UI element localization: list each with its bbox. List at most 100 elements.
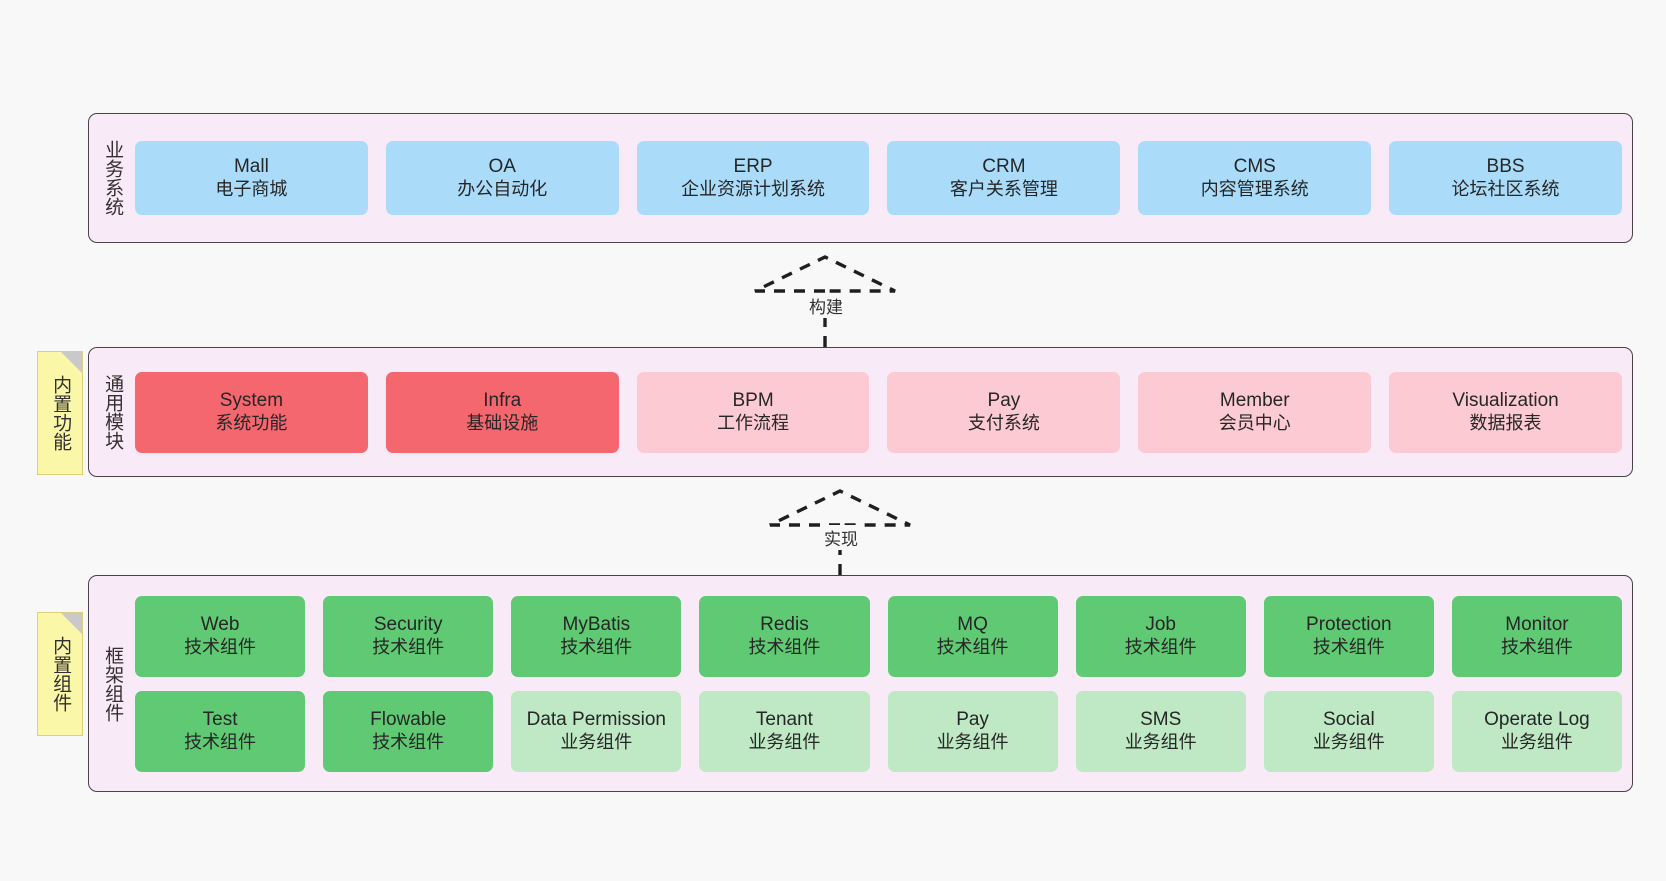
card-subtitle: 客户关系管理 <box>949 178 1058 199</box>
card-title: System <box>219 390 284 412</box>
layer-business-systems: 业务系统 Mall 电子商城 OA 办公自动化 ERP 企业资源计划系统 CRM… <box>88 113 1633 243</box>
layer-title-business-systems: 业务系统 <box>102 140 124 216</box>
card-title: Job <box>1145 614 1176 636</box>
card-subtitle: 系统功能 <box>215 412 288 433</box>
card-title: Security <box>373 614 443 636</box>
card-subtitle: 技术组件 <box>372 636 445 657</box>
card-title: Mall <box>233 156 269 178</box>
layer-common-modules: 通用模块 System 系统功能 Infra 基础设施 BPM 工作流程 Pay… <box>88 347 1633 477</box>
card-title: Pay <box>956 709 989 731</box>
layer-title-common-modules: 通用模块 <box>102 374 124 450</box>
card-row: Web 技术组件 Security 技术组件 MyBatis 技术组件 Redi… <box>135 595 1622 677</box>
arrow-build-label: 构建 <box>807 293 845 318</box>
layer-body-framework-components: Web 技术组件 Security 技术组件 MyBatis 技术组件 Redi… <box>135 576 1632 791</box>
card-member[interactable]: Member 会员中心 <box>1138 371 1372 453</box>
arrow-build: 构建 <box>745 255 925 347</box>
card-subtitle: 技术组件 <box>372 731 445 752</box>
card-job[interactable]: Job 技术组件 <box>1075 595 1246 677</box>
card-subtitle: 业务组件 <box>1124 731 1197 752</box>
card-subtitle: 基础设施 <box>466 412 539 433</box>
card-mall[interactable]: Mall 电子商城 <box>135 141 368 215</box>
card-title: MyBatis <box>562 614 631 636</box>
card-subtitle: 数据报表 <box>1469 412 1542 433</box>
card-title: Member <box>1219 390 1290 412</box>
card-subtitle: 办公自动化 <box>457 178 548 199</box>
card-subtitle: 业务组件 <box>1500 731 1573 752</box>
card-sms[interactable]: SMS 业务组件 <box>1075 690 1246 772</box>
card-title: Web <box>200 614 240 636</box>
layer-body-business-systems: Mall 电子商城 OA 办公自动化 ERP 企业资源计划系统 CRM 客户关系… <box>135 114 1632 242</box>
card-bpm[interactable]: BPM 工作流程 <box>636 371 870 453</box>
card-title: MQ <box>957 614 988 636</box>
card-title: Infra <box>483 390 522 412</box>
card-title: Flowable <box>370 709 447 731</box>
card-title: Tenant <box>755 709 813 731</box>
card-erp[interactable]: ERP 企业资源计划系统 <box>636 141 870 215</box>
card-web[interactable]: Web 技术组件 <box>135 595 306 677</box>
card-row: Mall 电子商城 OA 办公自动化 ERP 企业资源计划系统 CRM 客户关系… <box>135 141 1622 215</box>
card-title: Protection <box>1306 614 1392 636</box>
card-social[interactable]: Social 业务组件 <box>1263 690 1434 772</box>
card-title: Monitor <box>1505 614 1569 636</box>
card-security[interactable]: Security 技术组件 <box>323 595 494 677</box>
card-monitor[interactable]: Monitor 技术组件 <box>1451 595 1622 677</box>
note-label: 内置功能 <box>50 375 72 451</box>
card-mybatis[interactable]: MyBatis 技术组件 <box>511 595 682 677</box>
card-title: Operate Log <box>1484 709 1590 731</box>
card-subtitle: 技术组件 <box>1500 636 1573 657</box>
card-subtitle: 支付系统 <box>967 412 1040 433</box>
card-subtitle: 技术组件 <box>936 636 1009 657</box>
card-subtitle: 业务组件 <box>748 731 821 752</box>
card-title: Pay <box>987 390 1021 412</box>
card-pay-component[interactable]: Pay 业务组件 <box>887 690 1058 772</box>
card-title: BBS <box>1486 156 1525 178</box>
card-crm[interactable]: CRM 客户关系管理 <box>887 141 1121 215</box>
card-title: CRM <box>982 156 1026 178</box>
card-data-permission[interactable]: Data Permission 业务组件 <box>511 690 682 772</box>
card-mq[interactable]: MQ 技术组件 <box>887 595 1058 677</box>
card-title: Redis <box>760 614 809 636</box>
card-infra[interactable]: Infra 基础设施 <box>385 371 619 453</box>
card-title: Data Permission <box>526 709 666 731</box>
card-flowable[interactable]: Flowable 技术组件 <box>323 690 494 772</box>
card-title: SMS <box>1140 709 1182 731</box>
card-subtitle: 技术组件 <box>184 731 257 752</box>
card-subtitle: 技术组件 <box>748 636 821 657</box>
card-subtitle: 业务组件 <box>560 731 633 752</box>
card-redis[interactable]: Redis 技术组件 <box>699 595 870 677</box>
card-subtitle: 企业资源计划系统 <box>681 178 826 199</box>
card-protection[interactable]: Protection 技术组件 <box>1263 595 1434 677</box>
card-subtitle: 技术组件 <box>1124 636 1197 657</box>
card-row: Test 技术组件 Flowable 技术组件 Data Permission … <box>135 690 1622 772</box>
card-subtitle: 工作流程 <box>717 412 790 433</box>
card-cms[interactable]: CMS 内容管理系统 <box>1138 141 1372 215</box>
card-title: Social <box>1322 709 1375 731</box>
card-subtitle: 会员中心 <box>1218 412 1291 433</box>
note-builtin-components: 内置组件 <box>37 612 83 736</box>
card-subtitle: 论坛社区系统 <box>1451 178 1560 199</box>
card-pay-module[interactable]: Pay 支付系统 <box>887 371 1121 453</box>
card-title: BPM <box>732 390 774 412</box>
card-subtitle: 业务组件 <box>936 731 1009 752</box>
card-title: CMS <box>1233 156 1276 178</box>
card-oa[interactable]: OA 办公自动化 <box>385 141 619 215</box>
card-visualization[interactable]: Visualization 数据报表 <box>1389 371 1622 453</box>
layer-body-common-modules: System 系统功能 Infra 基础设施 BPM 工作流程 Pay 支付系统… <box>135 348 1632 476</box>
card-subtitle: 内容管理系统 <box>1200 178 1309 199</box>
card-tenant[interactable]: Tenant 业务组件 <box>699 690 870 772</box>
card-title: Test <box>202 709 238 731</box>
arrow-implement-label: 实现 <box>822 525 860 550</box>
card-title: Visualization <box>1452 390 1559 412</box>
card-bbs[interactable]: BBS 论坛社区系统 <box>1389 141 1622 215</box>
arrow-implement: 实现 <box>760 489 940 575</box>
card-operate-log[interactable]: Operate Log 业务组件 <box>1451 690 1622 772</box>
card-subtitle: 业务组件 <box>1312 731 1385 752</box>
note-builtin-features: 内置功能 <box>37 351 83 475</box>
card-subtitle: 技术组件 <box>184 636 257 657</box>
card-title: OA <box>488 156 516 178</box>
card-test[interactable]: Test 技术组件 <box>135 690 306 772</box>
card-title: ERP <box>733 156 773 178</box>
card-system[interactable]: System 系统功能 <box>135 371 368 453</box>
note-label: 内置组件 <box>50 636 72 712</box>
